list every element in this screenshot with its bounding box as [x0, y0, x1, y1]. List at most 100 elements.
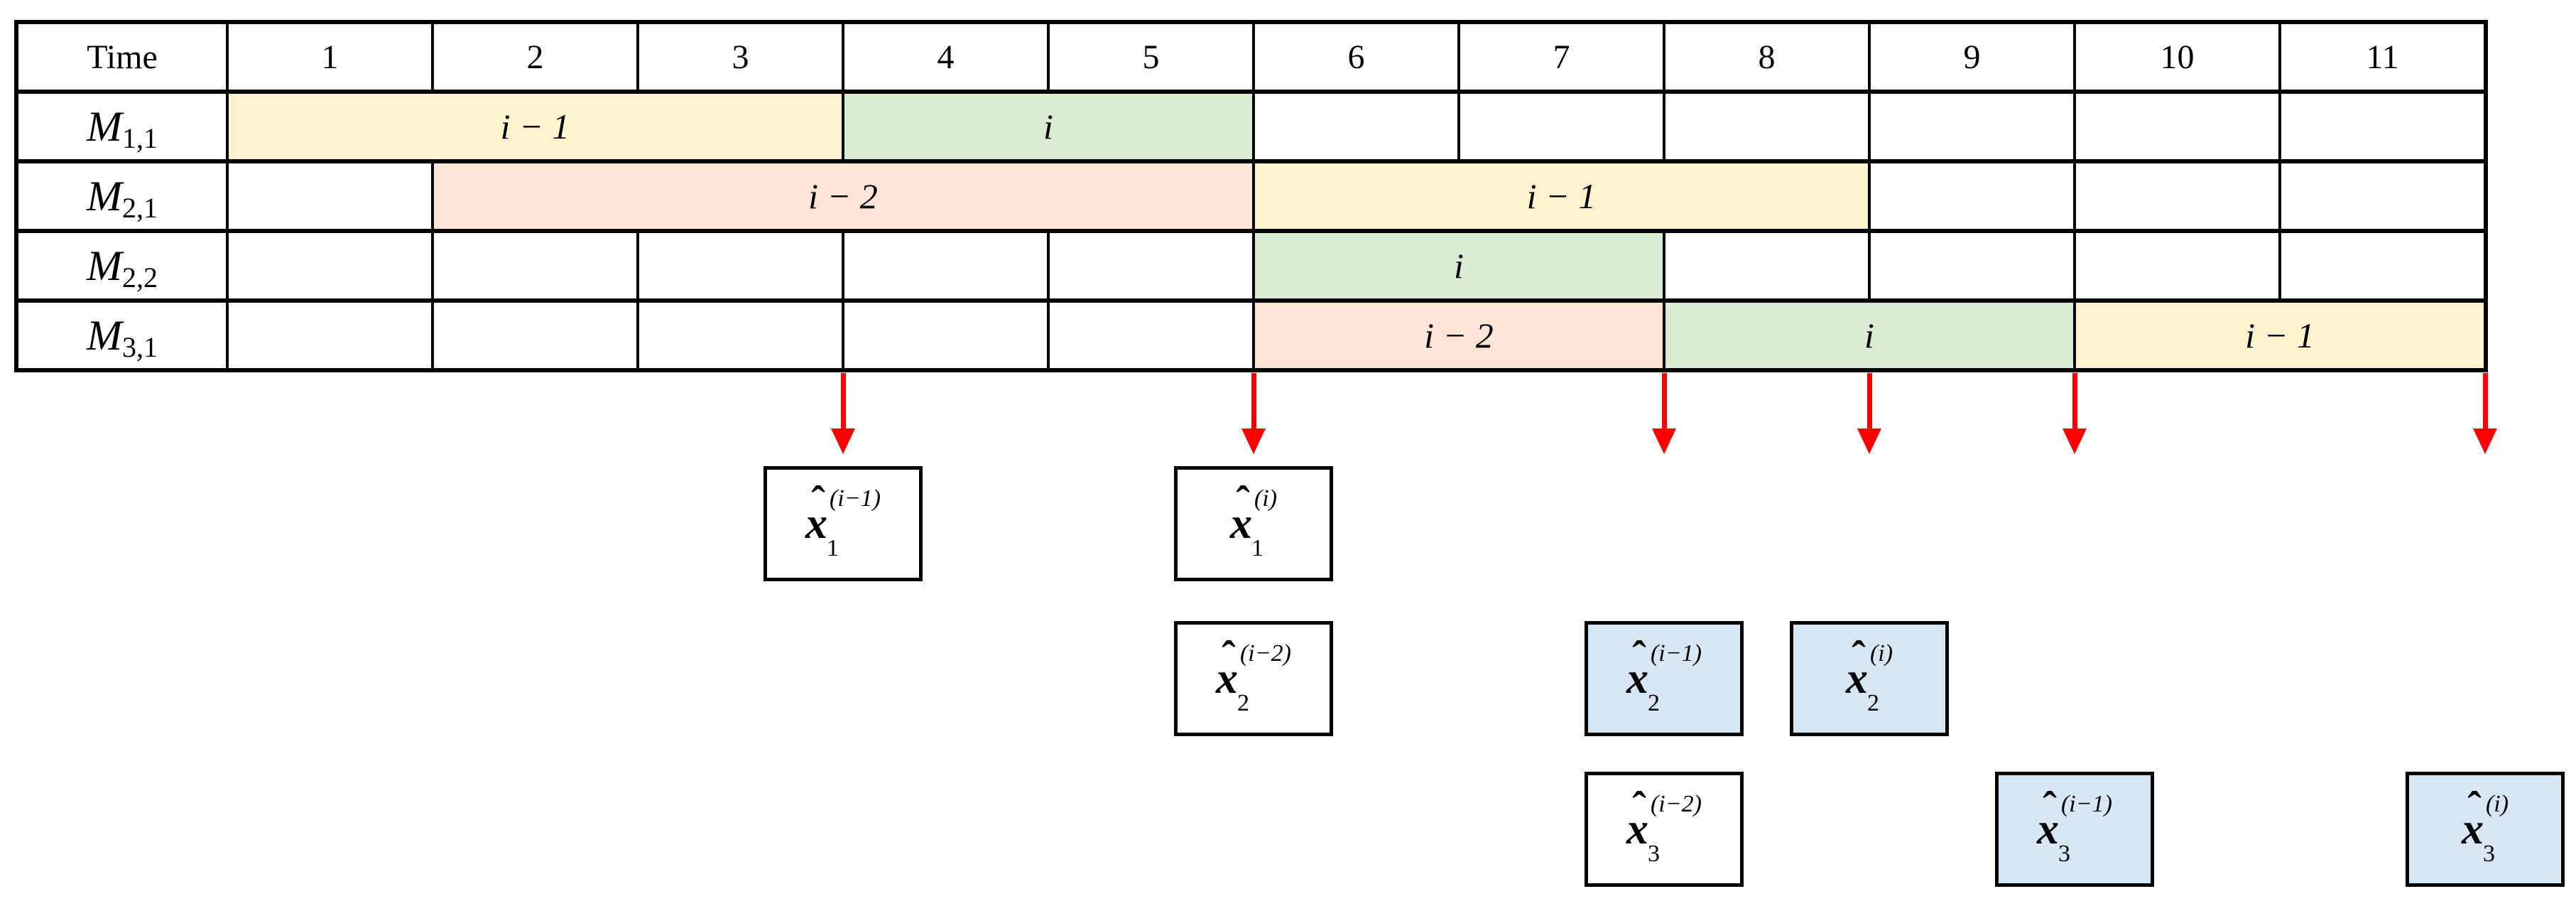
schedule-bar: i − 2	[1255, 303, 1663, 368]
arrow-head-icon	[1241, 428, 1266, 454]
time-slot-header: 6	[1255, 24, 1457, 90]
time-slot-number: 8	[1758, 38, 1776, 76]
x-base: x	[1626, 654, 1648, 703]
arrow-shaft	[2072, 373, 2077, 430]
x-base: x	[2461, 805, 2484, 853]
x-superscript: (i−2)	[1239, 640, 1292, 667]
machine-name-subscript: 2,1	[121, 191, 158, 224]
schedule-bar: i − 1	[2076, 303, 2484, 368]
x-subscript: 2	[1237, 690, 1249, 716]
x-scripts: (i−1)2	[1648, 640, 1702, 716]
x-base: x	[1229, 500, 1252, 548]
time-slot-number: 6	[1347, 38, 1365, 76]
time-slot-header: 11	[2281, 24, 2484, 90]
empty-cell	[1665, 233, 1868, 298]
job-label: i − 2	[1424, 316, 1494, 355]
x-base: x	[1215, 654, 1238, 703]
empty-cell	[2076, 233, 2278, 298]
empty-cell	[2076, 94, 2278, 159]
schedule-bar: i	[1665, 303, 2073, 368]
time-slot-number: 4	[937, 38, 955, 76]
empty-cell	[229, 303, 431, 368]
empty-cell	[639, 303, 842, 368]
empty-cell	[229, 233, 431, 298]
arrow-shaft	[2482, 373, 2488, 430]
empty-cell	[2076, 163, 2278, 229]
job-label: i	[1454, 246, 1464, 286]
time-slot-number: 5	[1142, 38, 1160, 76]
empty-cell	[434, 233, 636, 298]
x-scripts: (i)1	[1251, 485, 1278, 561]
empty-cell	[1460, 94, 1663, 159]
schedule-bar: i − 1	[1255, 163, 1868, 229]
empty-cell	[2281, 233, 2484, 298]
arrow-head-icon	[831, 428, 855, 454]
x-superscript: (i)	[2485, 791, 2509, 817]
machine-name-base: M	[87, 242, 122, 289]
hat-accent: ˆ	[1632, 632, 1646, 679]
x-scripts: (i−2) 3	[1647, 791, 1702, 867]
machine-name-base: M	[87, 311, 122, 359]
hat-accent: ˆ	[2043, 783, 2057, 830]
machine-name-base: M	[87, 172, 122, 220]
schedule-bar: i − 2	[434, 163, 1252, 229]
x-subscript: 1	[826, 535, 839, 561]
x-superscript: (i−2)	[1650, 791, 1702, 817]
empty-cell	[434, 303, 636, 368]
empty-cell	[1050, 233, 1252, 298]
hat-accent: ˆ	[2467, 783, 2482, 830]
time-slot-number: 2	[526, 38, 544, 76]
machine-name-subscript: 3,1	[121, 330, 158, 363]
time-slot-header: 1	[229, 24, 431, 90]
machine-name-subscript: 2,2	[121, 261, 158, 293]
job-label: i − 2	[808, 176, 878, 216]
time-slot-header: 7	[1460, 24, 1663, 90]
empty-cell	[844, 233, 1047, 298]
job-label: i − 1	[500, 107, 570, 146]
empty-cell	[2281, 163, 2484, 229]
x-superscript: (i−1)	[829, 485, 881, 512]
time-slot-header: 2	[434, 24, 636, 90]
x-superscript: (i)	[1254, 485, 1278, 512]
schedule-bar: i	[844, 94, 1252, 159]
x-subscript: 3	[1647, 841, 1660, 867]
time-slot-number: 9	[1963, 38, 1981, 76]
arrow-shaft	[1661, 373, 1667, 430]
x-subscript: 3	[2482, 841, 2495, 867]
x-scripts: (i−1) 1	[826, 485, 881, 561]
job-label: i	[1043, 107, 1053, 146]
x-subscript: 2	[1866, 690, 1879, 716]
x-superscript: (i−1)	[1650, 640, 1702, 667]
schedule-bar: i − 1	[229, 94, 842, 159]
x-scripts: (i) 3	[2482, 791, 2509, 867]
time-slot-header: 10	[2076, 24, 2278, 90]
empty-cell	[1255, 94, 1457, 159]
empty-cell	[1871, 94, 2073, 159]
job-label: i − 1	[2245, 316, 2315, 355]
x-subscript: 3	[2058, 841, 2070, 867]
x-superscript: (i)	[1869, 640, 1893, 667]
empty-cell	[1050, 303, 1252, 368]
arrow-shaft	[840, 373, 846, 430]
x-base: x	[2036, 805, 2059, 853]
x-base: x	[1845, 654, 1868, 703]
time-slot-number: 11	[2366, 38, 2399, 76]
x-scripts: (i−1)3	[2058, 792, 2112, 867]
schedule-bar: i	[1255, 233, 1663, 298]
time-header-label: Time	[87, 38, 158, 76]
time-slot-header: 8	[1665, 24, 1868, 90]
